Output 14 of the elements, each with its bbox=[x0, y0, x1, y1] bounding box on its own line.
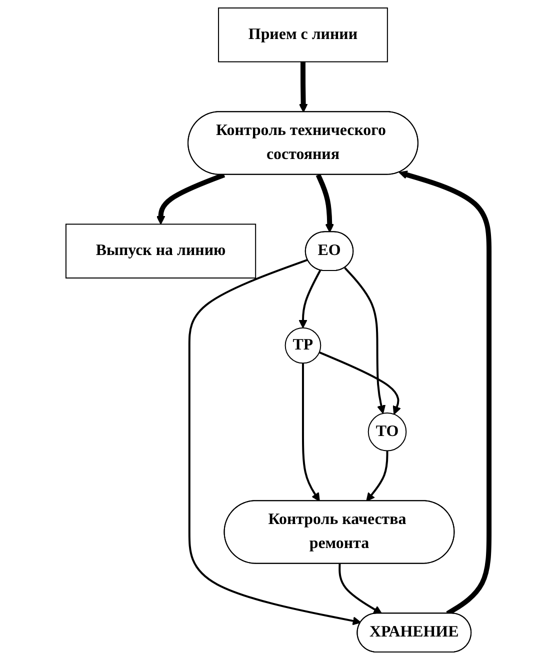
arrow bbox=[156, 172, 226, 225]
arrow bbox=[298, 62, 308, 112]
node-circle: ТР bbox=[284, 327, 322, 364]
arrow bbox=[338, 564, 382, 614]
node-box: Прием с линии bbox=[218, 7, 388, 62]
arrow bbox=[188, 258, 362, 626]
arrow bbox=[316, 174, 334, 233]
arrow bbox=[366, 450, 388, 502]
arrow bbox=[298, 270, 322, 328]
arrow bbox=[344, 267, 386, 414]
node-box: Выпуск на линию bbox=[65, 224, 256, 278]
node-circle: ТО bbox=[368, 412, 407, 452]
arrow bbox=[318, 351, 402, 415]
arrow bbox=[302, 363, 320, 502]
